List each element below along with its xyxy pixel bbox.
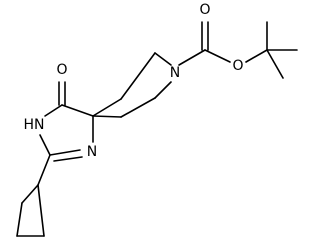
amide-nh-label: HN	[24, 117, 45, 133]
bond-ester-o-tbutyl	[245, 49, 268, 63]
ketone-oxygen-label: O	[56, 62, 67, 78]
bond-tbutyl-down	[266, 49, 284, 79]
ester-oxygen-label: O	[232, 58, 243, 74]
bond-amidine-cyclobutyl	[37, 154, 51, 186]
bond-carbonyl-nh	[44, 104, 63, 117]
bond-nh-amidine-c	[39, 134, 51, 156]
bond-lower-ring	[120, 97, 156, 118]
bond-upper-n	[154, 52, 172, 66]
bond-cyclobutane-left	[16, 202, 23, 237]
bond-n-lower	[154, 81, 172, 99]
bond-amidine-double-b	[53, 156, 83, 162]
imine-nitrogen-label: N	[87, 144, 97, 160]
piperidine-nitrogen-label: N	[170, 65, 180, 81]
bond-carbamate-ester-o	[204, 49, 231, 63]
bond-cyclobutane-top	[21, 184, 39, 204]
bond-spiro-upper	[92, 98, 122, 117]
bond-n-carbamate-c	[178, 49, 206, 66]
bond-upper-ring	[120, 52, 156, 100]
chemical-structure: O O O N HN N	[16, 2, 298, 237]
bond-lower-spiro	[92, 115, 122, 118]
bond-amidine-double-a	[49, 149, 81, 156]
bond-carbonyl-spiro	[61, 104, 94, 117]
bond-cyclobutane-right	[37, 184, 45, 237]
carbamate-carbonyl-oxygen-label: O	[199, 2, 210, 18]
